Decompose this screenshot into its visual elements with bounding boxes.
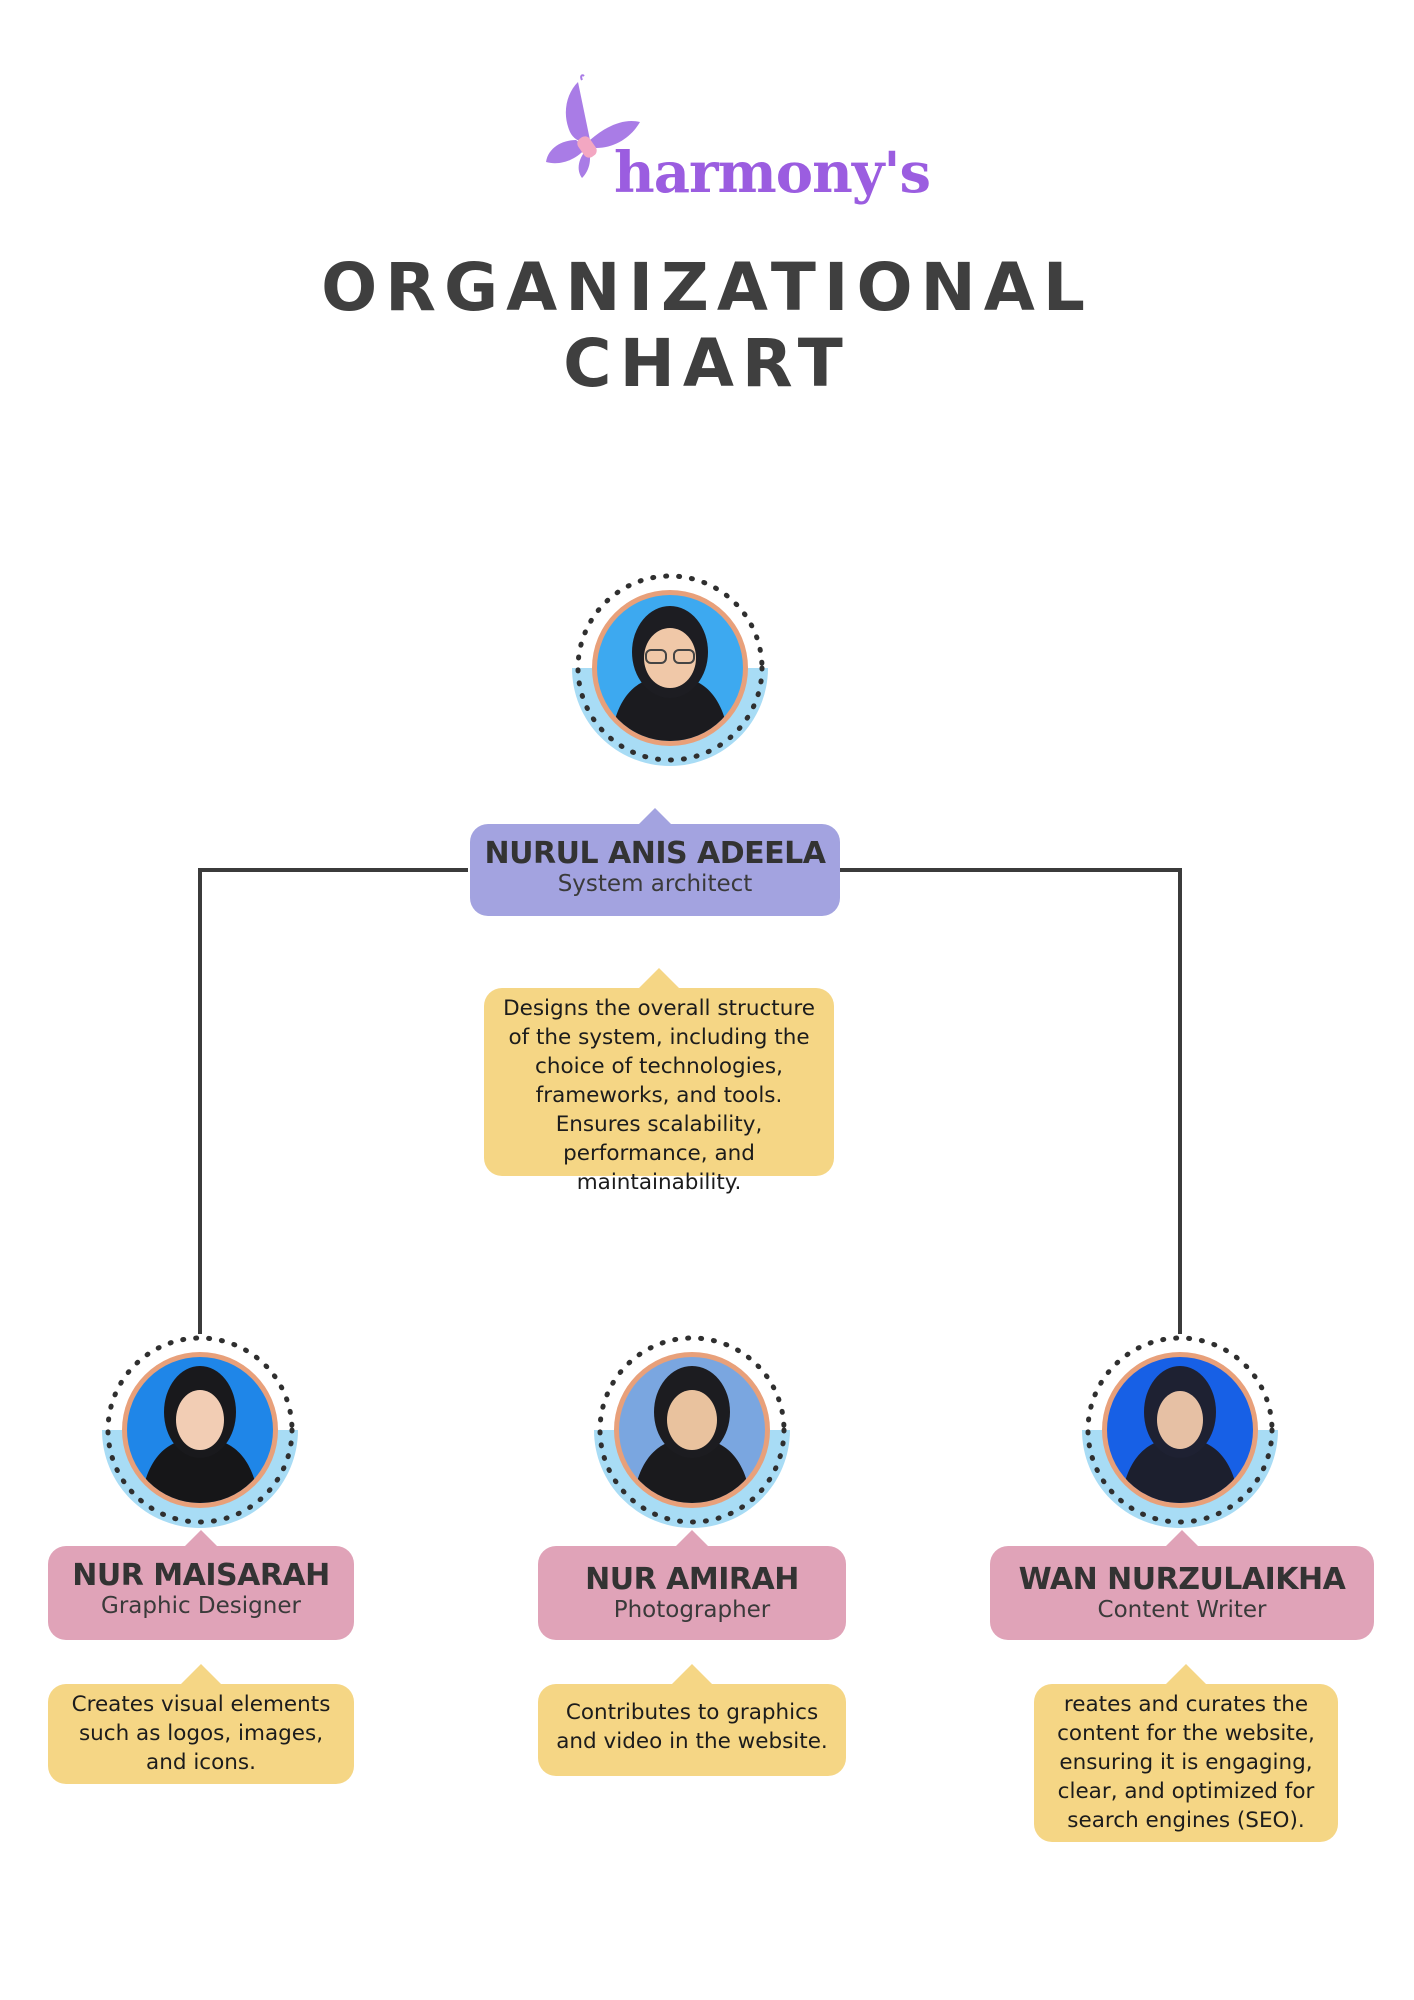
- head-role: System architect: [557, 871, 753, 897]
- member-3-name-card: WAN NURZULAIKHA Content Writer: [990, 1530, 1374, 1640]
- avatar-member-2: [592, 1334, 792, 1534]
- avatar-member-1: [100, 1334, 300, 1534]
- connector-vertical-left: [198, 868, 202, 1334]
- avatar-head: [570, 572, 770, 772]
- title-line-2: CHART: [563, 325, 851, 402]
- member-1-description-text: Creates visual elements such as logos, i…: [71, 1692, 331, 1775]
- member-2-role: Photographer: [613, 1597, 771, 1623]
- member-1-description: Creates visual elements such as logos, i…: [48, 1664, 354, 1784]
- head-name-card: NURUL ANIS ADEELA System architect: [470, 808, 840, 916]
- member-2-name: NUR AMIRAH: [585, 1562, 799, 1597]
- member-2-name-card: NUR AMIRAH Photographer: [538, 1530, 846, 1640]
- brand-logo: harmony's: [536, 74, 931, 214]
- title-line-1: ORGANIZATIONAL: [321, 249, 1093, 326]
- member-3-role: Content Writer: [1097, 1597, 1267, 1623]
- member-3-name: WAN NURZULAIKHA: [1018, 1562, 1346, 1597]
- member-1-name-card: NUR MAISARAH Graphic Designer: [48, 1530, 354, 1640]
- connector-horizontal-right: [836, 868, 1182, 872]
- member-1-role: Graphic Designer: [101, 1593, 301, 1619]
- avatar-member-3: [1080, 1334, 1280, 1534]
- member-1-name: NUR MAISARAH: [72, 1558, 330, 1593]
- head-description-text: Designs the overall structure of the sys…: [503, 996, 815, 1195]
- member-2-description: Contributes to graphics and video in the…: [538, 1664, 846, 1776]
- connector-horizontal-left: [198, 868, 468, 872]
- brand-name: harmony's: [614, 140, 931, 206]
- butterfly-icon: [546, 74, 640, 178]
- connector-vertical-right: [1178, 868, 1182, 1334]
- page-title: ORGANIZATIONAL CHART: [257, 250, 1157, 402]
- member-3-description-text: reates and curates the content for the w…: [1057, 1692, 1315, 1833]
- member-2-description-text: Contributes to graphics and video in the…: [556, 1700, 828, 1754]
- member-3-description: reates and curates the content for the w…: [1034, 1664, 1338, 1842]
- head-name: NURUL ANIS ADEELA: [484, 836, 826, 871]
- head-description: Designs the overall structure of the sys…: [484, 968, 834, 1195]
